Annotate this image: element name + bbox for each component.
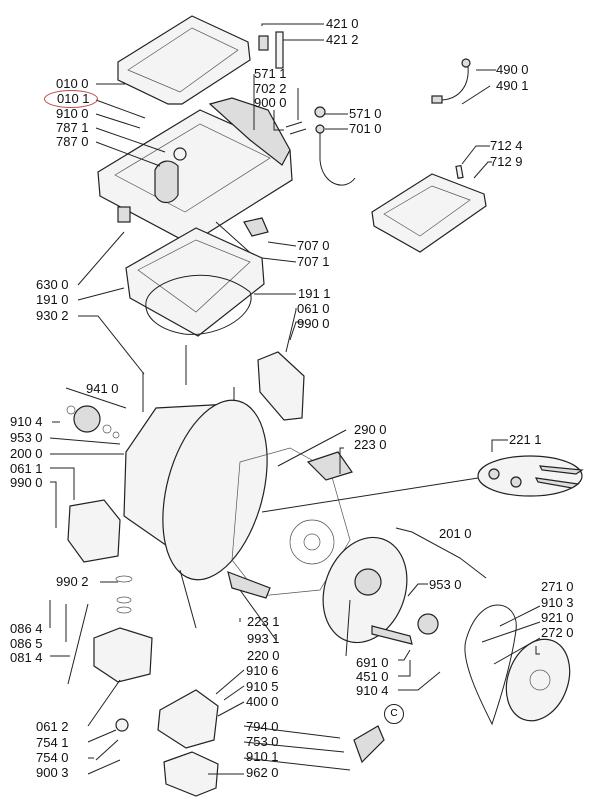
label-910-6: 910 6 [246,663,279,678]
label-707-0: 707 0 [297,238,330,253]
label-953-0-right: 953 0 [429,577,462,592]
label-571-0: 571 0 [349,106,382,121]
label-712-9: 712 9 [490,154,523,169]
label-910-3: 910 3 [541,595,574,610]
label-220-0: 220 0 [247,648,280,663]
label-691-0: 691 0 [356,655,389,670]
label-200-0: 200 0 [10,446,43,461]
label-086-4: 086 4 [10,621,43,636]
heater-part [371,625,413,645]
pulley-right-part [417,613,439,635]
counterweight-front-part [67,499,121,563]
belt-part [464,604,517,726]
valve-hose-part [285,106,356,186]
hose-part [95,739,119,761]
label-900-3: 900 3 [36,765,69,780]
label-221-1: 221 1 [509,432,542,447]
counterweight-top-part [257,351,305,421]
label-490-1: 490 1 [496,78,529,93]
label-191-0: 191 0 [36,292,69,307]
label-707-1: 707 1 [297,254,330,269]
label-061-0: 061 0 [297,301,330,316]
label-421-0: 421 0 [326,16,359,31]
lid-part [117,15,251,105]
bearing-pulley-part [66,405,120,439]
label-451-0: 451 0 [356,669,389,684]
paddle-part [306,451,353,481]
label-571-1: 571 1 [254,66,287,81]
label-400-0: 400 0 [246,694,279,709]
label-754-1: 754 1 [36,735,69,750]
label-271-0: 271 0 [541,579,574,594]
label-910-4-right: 910 4 [356,683,389,698]
base-weight-part [93,627,153,683]
label-930-2: 930 2 [36,308,69,323]
label-910-5: 910 5 [246,679,279,694]
label-223-1: 223 1 [247,614,280,629]
label-630-0: 630 0 [36,277,69,292]
label-910-4-left: 910 4 [10,414,43,429]
label-794-0: 794 0 [246,719,279,734]
label-941-0: 941 0 [86,381,119,396]
small-block-part [117,206,131,223]
label-900-0: 900 0 [254,95,287,110]
label-712-4: 712 4 [490,138,523,153]
highlight-ring [44,90,98,108]
label-754-0: 754 0 [36,750,69,765]
outer-tub-part [123,399,268,581]
label-272-0: 272 0 [541,625,574,640]
label-787-0: 787 0 [56,134,89,149]
label-421-2: 421 2 [326,32,359,47]
label-061-1: 061 1 [10,461,43,476]
tub-ring-part [125,227,265,337]
label-010-1: 010 1 [57,91,90,106]
bellows-part [154,147,187,204]
hinge-part [258,31,284,69]
leader-lines [49,23,541,775]
label-191-1: 191 1 [298,286,331,301]
label-081-4: 081 4 [10,650,43,665]
label-990-0-left: 990 0 [10,475,43,490]
label-061-2: 061 2 [36,719,69,734]
detergent-drawer-part [371,164,487,253]
label-921-0: 921 0 [541,610,574,625]
label-010-0: 010 0 [56,76,89,91]
label-490-0: 490 0 [496,62,529,77]
filter-part [227,571,271,599]
label-910-1: 910 1 [246,749,279,764]
top-frame-part [97,97,293,245]
callout-marker-c: C [384,704,404,724]
label-953-0-left: 953 0 [10,430,43,445]
rear-tub-part [322,536,408,644]
shock-absorber-left-part [67,603,89,685]
sensor-part [353,725,385,764]
drive-wheel-part [505,638,571,722]
label-201-0: 201 0 [439,526,472,541]
label-787-1: 787 1 [56,120,89,135]
label-290-0: 290 0 [354,422,387,437]
label-990-0-top: 990 0 [297,316,330,331]
switch-part [243,217,269,237]
pump-part [157,689,219,749]
label-990-2: 990 2 [56,574,89,589]
label-086-5: 086 5 [10,636,43,651]
shock-absorber-right-part [179,569,197,629]
label-701-0: 701 0 [349,121,382,136]
tray-part [163,751,219,797]
label-993-1: 993 1 [247,631,280,646]
label-910-0: 910 0 [56,106,89,121]
power-cable-part [431,58,471,104]
label-702-2: 702 2 [254,81,287,96]
kit-detail-part [261,455,584,513]
label-223-0: 223 0 [354,437,387,452]
label-962-0: 962 0 [246,765,279,780]
label-753-0: 753 0 [246,734,279,749]
